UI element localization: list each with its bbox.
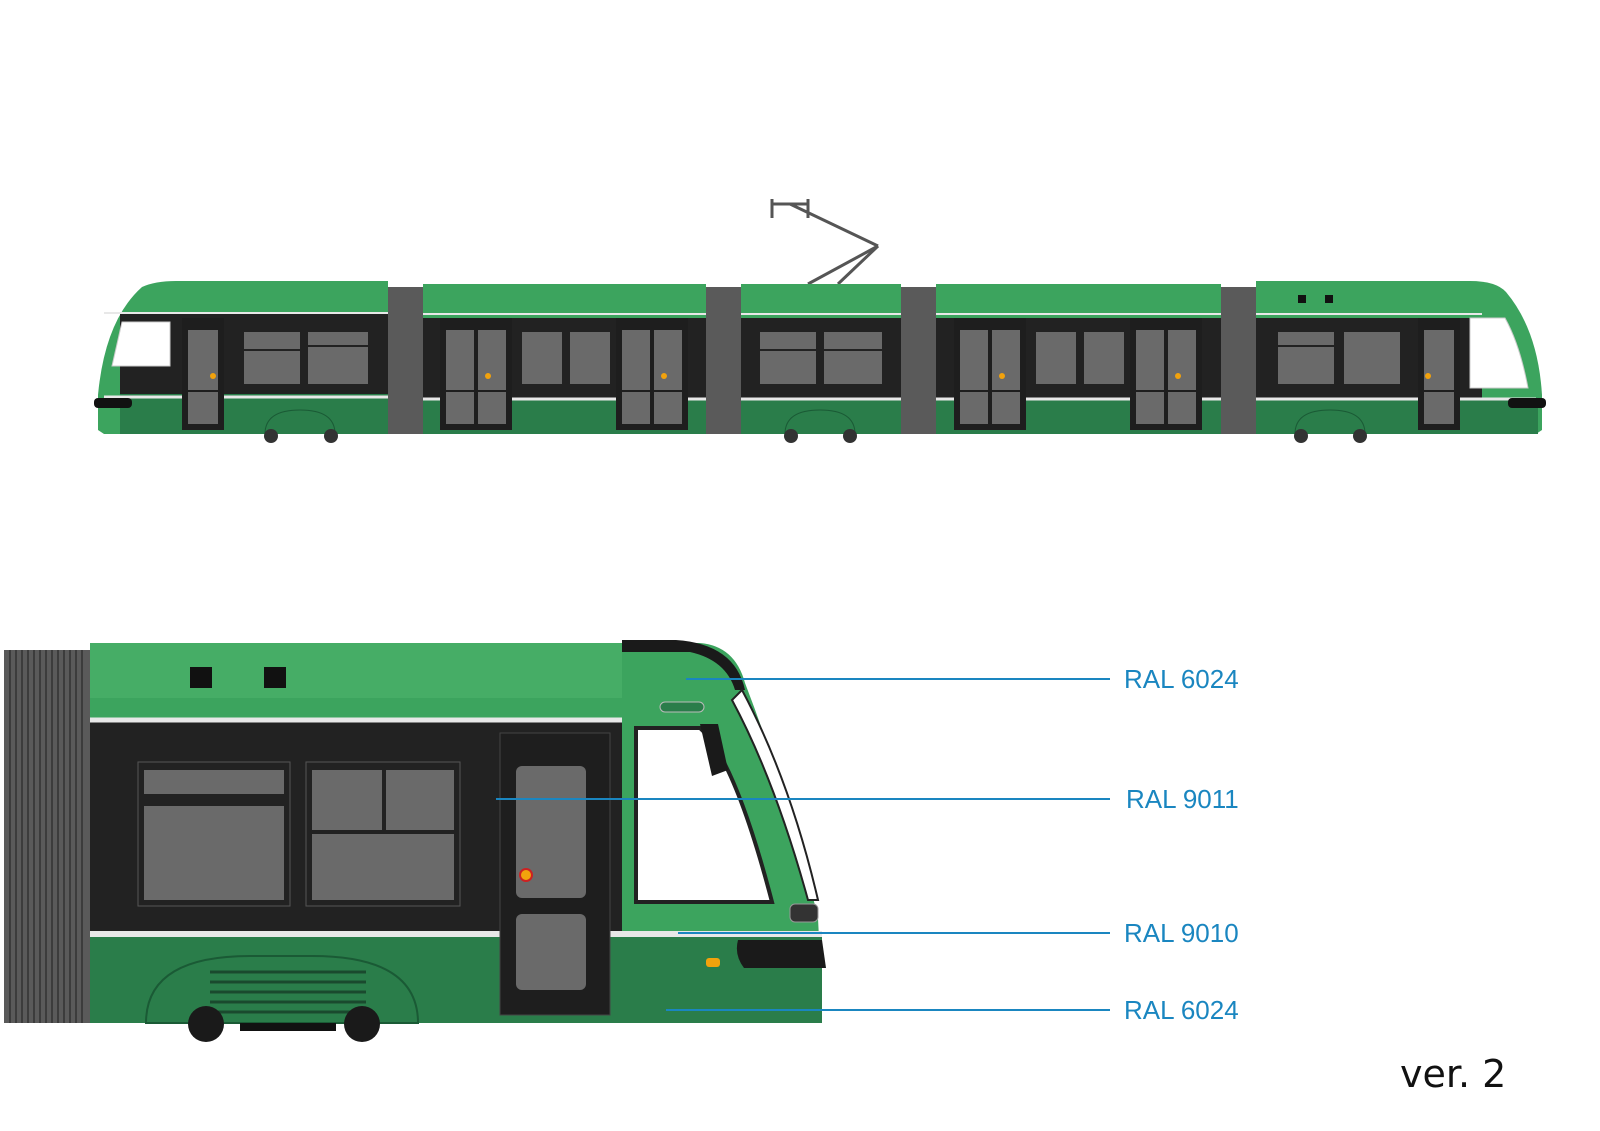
- car-section-4: [936, 284, 1221, 434]
- callout-label-roof: RAL 6024: [1124, 664, 1239, 694]
- bellows-1: [388, 287, 423, 434]
- tram-side-view: [94, 199, 1546, 443]
- car-section-2: [423, 284, 706, 434]
- bellows-4: [1221, 287, 1256, 434]
- callout-label-stripe: RAL 9010: [1124, 918, 1239, 948]
- detail-passenger-windows: [137, 761, 461, 907]
- door-button-icon: [519, 868, 533, 882]
- detail-bogie: [144, 955, 420, 1042]
- detail-mirror: [700, 724, 728, 776]
- detail-indicator-lamp: [706, 958, 720, 967]
- callout-lines: [496, 678, 1110, 1011]
- detail-nose-cap: [622, 640, 745, 690]
- detail-headlight: [789, 903, 819, 923]
- car-section-3: [741, 284, 901, 443]
- version-label: ver. 2: [1400, 1052, 1507, 1096]
- car-section-5: [1256, 281, 1546, 443]
- detail-windscreen: [730, 688, 820, 901]
- detail-roof-vent: [264, 667, 286, 688]
- detail-roof-vent: [190, 667, 212, 688]
- pantograph: [770, 199, 880, 286]
- cab-detail-view: RAL 6024 RAL 9011 RAL 9010 RAL 6024: [4, 640, 1239, 1042]
- callout-label-window-band: RAL 9011: [1126, 784, 1239, 814]
- detail-bellows: [4, 650, 90, 1023]
- callout-label-skirt: RAL 6024: [1124, 995, 1239, 1025]
- bellows-3: [901, 287, 936, 434]
- detail-roof-band: [90, 643, 622, 698]
- detail-door: [499, 732, 611, 1016]
- detail-bumper: [736, 940, 826, 968]
- detail-mirror-handle: [659, 701, 705, 713]
- car-section-1: [94, 281, 388, 443]
- bellows-2: [706, 287, 741, 434]
